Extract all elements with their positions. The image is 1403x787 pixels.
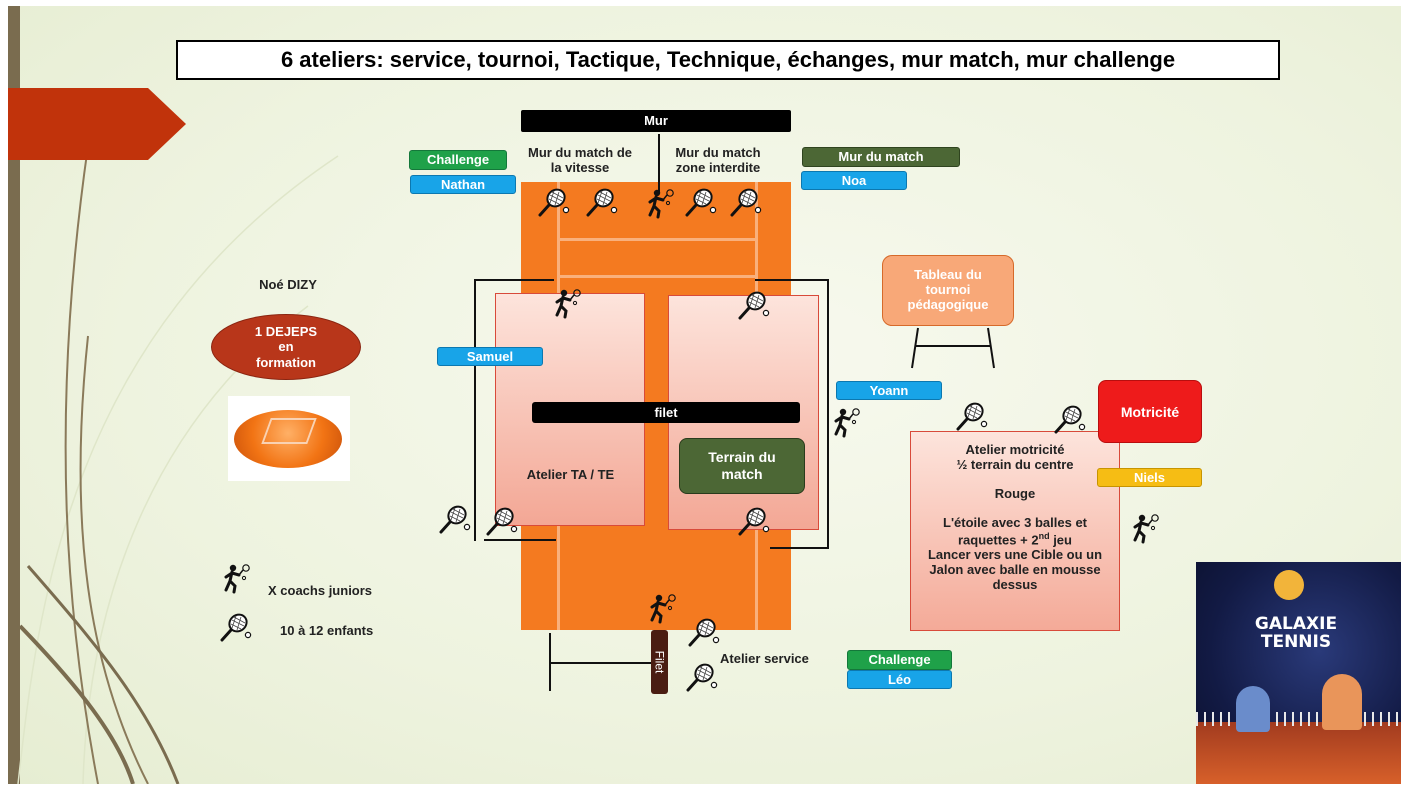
logo-text: GALAXIE TENNIS xyxy=(1254,614,1338,652)
racket-icon xyxy=(730,188,762,217)
coach-player-icon xyxy=(224,564,250,594)
coach-tag-leo: Léo xyxy=(847,670,952,689)
motricity-badge: Motricité xyxy=(1098,380,1202,443)
match-court-box: Terrain du match xyxy=(679,438,805,494)
page-title: 6 ateliers: service, tournoi, Tactique, … xyxy=(176,40,1280,80)
racket-icon xyxy=(738,507,770,536)
court-line-top xyxy=(557,238,755,241)
enclosure-left-v xyxy=(474,279,476,541)
coach-player-icon xyxy=(648,189,674,219)
wall-zone-forbidden: Mur du match zone interdite xyxy=(675,145,761,175)
coach-tag-yoann: Yoann xyxy=(836,381,942,400)
board-stand xyxy=(911,327,995,369)
racket-icon xyxy=(685,188,717,217)
coach-player-icon xyxy=(650,594,676,624)
service-net-post: Filet xyxy=(651,630,668,694)
orange-mat-image xyxy=(228,396,350,481)
red-arrow-shape xyxy=(8,88,186,160)
educator-role-ellipse: 1 DEJEPS en formation xyxy=(211,314,361,380)
wall-zone-speed: Mur du match de la vitesse xyxy=(527,145,632,175)
racket-icon xyxy=(686,663,718,692)
court-line-mid xyxy=(557,275,755,278)
tournament-board: Tableau du tournoi pédagogique xyxy=(882,255,1014,326)
coach-tag-niels: Niels xyxy=(1097,468,1202,487)
wall-divider xyxy=(658,134,660,194)
service-label: Atelier service xyxy=(720,651,809,666)
racket-icon xyxy=(956,402,988,431)
left-brown-band xyxy=(8,6,20,784)
educator-role: 1 DEJEPS en formation xyxy=(254,323,318,370)
racket-icon xyxy=(439,505,471,534)
motricity-box xyxy=(910,431,1120,631)
motricity-desc: Atelier motricité ½ terrain du centre Ro… xyxy=(927,442,1103,592)
service-line-h xyxy=(549,662,653,664)
enclosure-bottom-left xyxy=(484,539,556,541)
legend-children-label: 10 à 12 enfants xyxy=(280,623,374,638)
legend-coach-label: X coachs juniors xyxy=(268,583,373,598)
racket-icon xyxy=(1054,405,1086,434)
enclosure-top-right xyxy=(755,279,829,281)
coach-tag-samuel: Samuel xyxy=(437,347,543,366)
racket-icon xyxy=(586,188,618,217)
tournament-board-label: Tableau du tournoi pédagogique xyxy=(907,267,989,312)
icon-layer xyxy=(220,188,1159,692)
wall-bar: Mur xyxy=(521,110,791,132)
coach-tag-noa: Noa xyxy=(801,171,907,190)
racket-icon xyxy=(688,618,720,647)
match-court-label: Terrain du match xyxy=(708,449,776,482)
coach-tag-nathan: Nathan xyxy=(410,175,516,194)
coach-player-icon xyxy=(555,289,581,319)
challenge-tag-wall: Challenge xyxy=(409,150,507,170)
racket-icon xyxy=(538,188,570,217)
racket-icon xyxy=(486,507,518,536)
net-bar: filet xyxy=(532,402,800,423)
coach-player-icon xyxy=(1133,514,1159,544)
challenge-tag-service: Challenge xyxy=(847,650,952,670)
enclosure-right-v xyxy=(827,279,829,549)
enclosure-bottom-right xyxy=(770,547,829,549)
educator-name: Noé DIZY xyxy=(259,277,317,292)
area-ta-te-label: Atelier TA / TE xyxy=(526,467,615,482)
logo-ball-icon xyxy=(1274,570,1304,600)
wall-match-tag: Mur du match xyxy=(802,147,960,167)
racket-icon xyxy=(738,291,770,320)
coach-player-icon xyxy=(834,408,860,438)
decorative-swooshes xyxy=(17,145,339,784)
enclosure-top-left xyxy=(474,279,554,281)
galaxie-tennis-logo: GALAXIE TENNIS xyxy=(1196,562,1401,784)
racket-icon xyxy=(220,613,252,642)
slide: 6 ateliers: service, tournoi, Tactique, … xyxy=(8,6,1401,784)
